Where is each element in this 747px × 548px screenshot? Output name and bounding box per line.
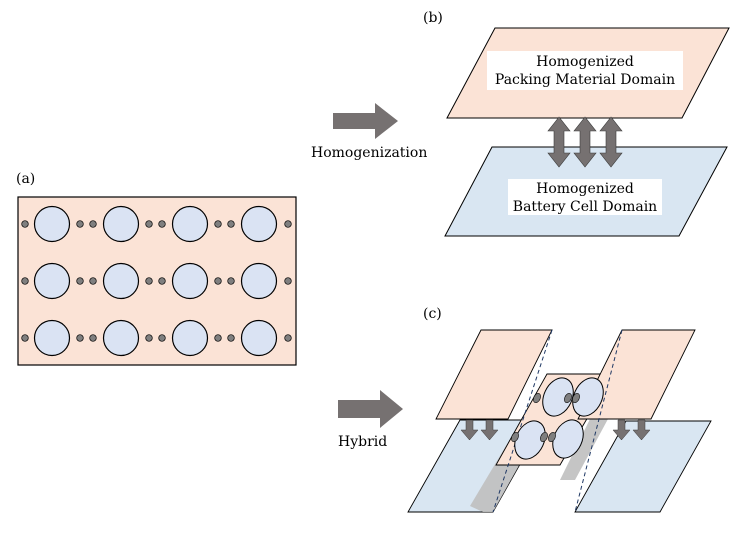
homogenization-label: Homogenization [311, 145, 427, 161]
hybrid-label: Hybrid [338, 434, 387, 450]
resolved-dot [533, 392, 541, 404]
spacer-dot [284, 277, 292, 285]
spacer-dot [145, 220, 153, 228]
spacer-dot [214, 277, 222, 285]
resolved-dot [572, 392, 580, 404]
spacer-dot [76, 277, 84, 285]
down-arrow [460, 419, 479, 441]
spacer-dot [158, 277, 166, 285]
spacer-dot [214, 220, 222, 228]
battery-cell [102, 262, 140, 300]
coupling-arrows [547, 116, 623, 168]
down-arrow [480, 419, 499, 441]
right-dashed-edge [574, 329, 623, 513]
homogenization-arrow [333, 103, 398, 139]
battery-cell [102, 205, 140, 243]
resolved-dot [564, 392, 572, 404]
battery-label-box [508, 179, 662, 215]
right-transition-strip [560, 419, 608, 480]
spacer-dot [284, 220, 292, 228]
spacer-dot [158, 220, 166, 228]
panel-b-label: (b) [423, 10, 443, 26]
resolved-dots [511, 392, 580, 443]
spacer-dot [145, 277, 153, 285]
coupling-double-arrow [599, 116, 623, 168]
battery-cell [33, 262, 71, 300]
coupling-double-arrow [547, 116, 571, 168]
right-battery-plane [574, 420, 712, 513]
spacer-dot [89, 220, 97, 228]
spacer-dot [145, 334, 153, 342]
down-arrow [612, 419, 631, 441]
spacer-dot [227, 334, 235, 342]
spacer-dot [227, 220, 235, 228]
hybrid-arrow [338, 390, 403, 428]
down-arrow [632, 419, 651, 441]
hybrid-model [407, 329, 712, 513]
battery-cell [171, 262, 209, 300]
battery-cell [240, 262, 278, 300]
resolved-cell [542, 377, 574, 417]
resolved-cell [552, 419, 584, 459]
resolved-dot [548, 431, 556, 443]
spacer-dot [21, 277, 29, 285]
battery-domain-title: Homogenized [536, 181, 634, 197]
spacer-dot [89, 334, 97, 342]
resolved-cell [572, 377, 604, 417]
battery-domain-subtitle: Battery Cell Domain [513, 199, 657, 215]
spacer-dot [227, 277, 235, 285]
spacer-dot [158, 334, 166, 342]
spacer-dot [21, 220, 29, 228]
spacer-dot [76, 220, 84, 228]
spacer-dot [76, 334, 84, 342]
packing-label-box [487, 51, 683, 90]
resolved-dot [540, 431, 548, 443]
battery-cell [33, 319, 71, 357]
spacer-dot [214, 334, 222, 342]
battery-cell-grid [21, 205, 292, 357]
battery-cell [240, 319, 278, 357]
spacer-dot [284, 334, 292, 342]
packing-domain-title: Homogenized [536, 54, 634, 70]
spacer-dot [21, 334, 29, 342]
packing-domain-subtitle: Packing Material Domain [495, 72, 675, 88]
spacer-dot [89, 277, 97, 285]
panel-c-label: (c) [423, 306, 442, 322]
panel-a-label: (a) [16, 171, 35, 187]
left-packing-plane [435, 329, 553, 420]
left-dashed-edge [492, 329, 553, 513]
battery-cell [171, 205, 209, 243]
resolved-dot [511, 431, 519, 443]
battery-cell [102, 319, 140, 357]
battery-cell [171, 319, 209, 357]
battery-cell [33, 205, 71, 243]
coupling-double-arrow [573, 116, 597, 168]
battery-cell [240, 205, 278, 243]
